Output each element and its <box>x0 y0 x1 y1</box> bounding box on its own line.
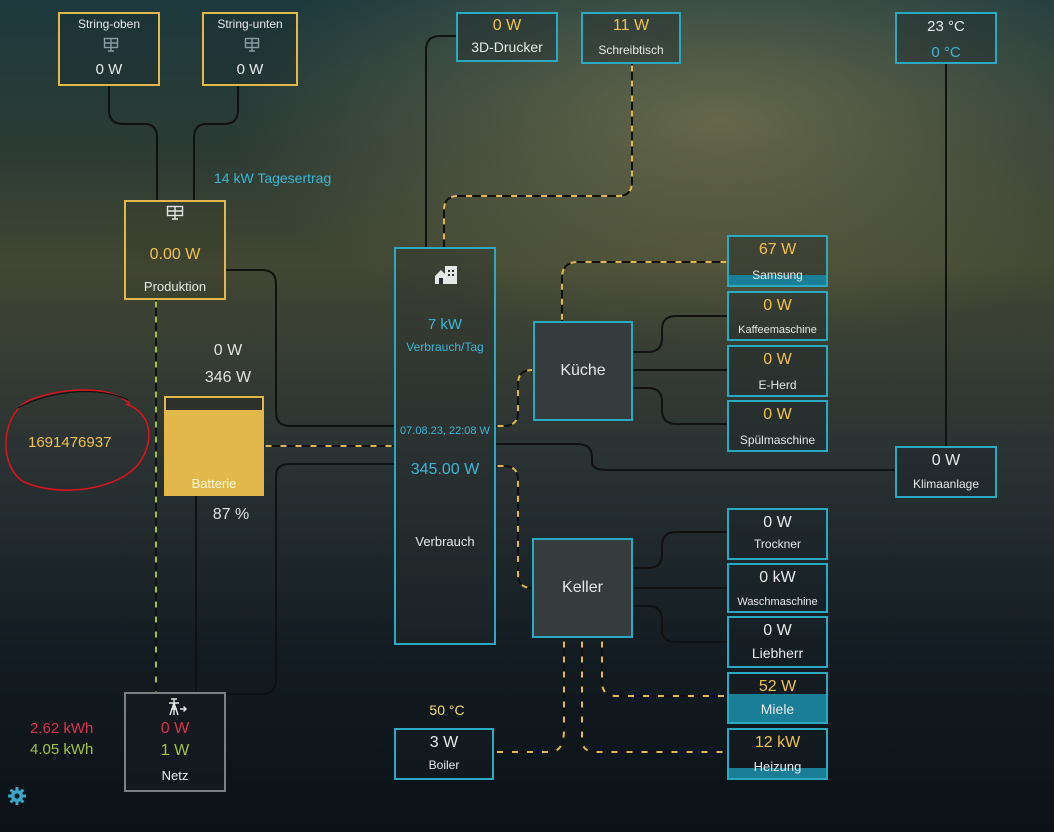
keller-node[interactable]: Keller <box>532 538 633 638</box>
string-oben-card[interactable]: String-oben 0 W <box>58 12 160 86</box>
device-klimaanlage[interactable]: 0 W Klimaanlage <box>895 446 997 498</box>
power-pylon-icon <box>166 698 188 719</box>
house-daily-value: 7 kW <box>427 316 463 333</box>
device-liebherr[interactable]: 0 W Liebherr <box>727 616 828 668</box>
temperature-sub: 0 °C <box>931 44 961 61</box>
battery-soc: 87 % <box>212 506 250 523</box>
device-trockner[interactable]: 0 W Trockner <box>727 508 828 560</box>
netz-import-value: 0 W <box>160 720 190 737</box>
device-miele[interactable]: 52 W Miele <box>727 672 828 724</box>
device-spuelmaschine-value: 0 W <box>763 406 792 423</box>
device-schreibtisch-label: Schreibtisch <box>598 43 664 57</box>
house-value: 345.00 W <box>410 461 480 478</box>
device-waschmaschine-value: 0 kW <box>759 569 796 586</box>
produktion-value: 0.00 W <box>149 246 201 263</box>
device-kaffeemaschine-value: 0 W <box>763 297 792 314</box>
battery-label: Batterie <box>191 476 237 491</box>
netz-export-value: 1 W <box>160 742 190 759</box>
device-miele-label: Miele <box>760 701 795 717</box>
string-oben-value: 0 W <box>95 61 123 78</box>
device-liebherr-value: 0 W <box>763 622 792 639</box>
device-boiler-label: Boiler <box>428 758 460 772</box>
device-3d-drucker[interactable]: 0 W 3D-Drucker <box>456 12 558 62</box>
device-3d-drucker-value: 0 W <box>492 17 522 34</box>
device-miele-bar <box>729 694 826 722</box>
device-kaffeemaschine-label: Kaffeemaschine <box>738 324 817 336</box>
device-waschmaschine-label: Waschmaschine <box>737 596 818 608</box>
device-boiler-value: 3 W <box>429 734 459 751</box>
device-samsung-bar <box>729 275 826 285</box>
house-icon <box>433 265 459 288</box>
house-card[interactable]: 7 kW Verbrauch/Tag 07.08.23, 22:08 W 345… <box>394 247 496 645</box>
solar-panel-icon <box>166 205 184 224</box>
device-3d-drucker-label: 3D-Drucker <box>471 39 543 55</box>
netz-card[interactable]: 0 W 1 W Netz <box>124 692 226 792</box>
device-samsung[interactable]: 67 W Samsung <box>727 235 828 287</box>
device-samsung-label: Samsung <box>752 268 803 282</box>
netz-export-kwh: 4.05 kWh <box>30 741 94 758</box>
string-unten-label: String-unten <box>217 17 283 31</box>
device-waschmaschine[interactable]: 0 kW Waschmaschine <box>727 563 828 613</box>
annotation-timestamp: 1691476937 <box>28 434 112 451</box>
device-liebherr-label: Liebherr <box>751 645 804 661</box>
device-schreibtisch[interactable]: 11 W Schreibtisch <box>581 12 681 64</box>
device-miele-value: 52 W <box>758 678 797 695</box>
device-heizung-bar <box>729 768 826 778</box>
device-spuelmaschine[interactable]: 0 W Spülmaschine <box>727 400 828 452</box>
device-heizung-label: Heizung <box>753 759 802 774</box>
temperature-card[interactable]: 23 °C 0 °C <box>895 12 997 64</box>
string-oben-label: String-oben <box>77 17 141 31</box>
netz-import-kwh: 2.62 kWh <box>30 720 94 737</box>
solar-panel-icon <box>244 37 260 56</box>
string-unten-card[interactable]: String-unten 0 W <box>202 12 298 86</box>
string-unten-value: 0 W <box>236 61 264 78</box>
battery-in-value: 0 W <box>213 342 243 359</box>
device-spuelmaschine-label: Spülmaschine <box>739 433 816 447</box>
gear-icon[interactable] <box>7 786 27 811</box>
battery-fill <box>166 410 262 494</box>
kueche-node[interactable]: Küche <box>533 321 633 421</box>
battery-card[interactable]: Batterie <box>164 396 264 496</box>
device-e-herd[interactable]: 0 W E-Herd <box>727 345 828 397</box>
boiler-temp: 50 °C <box>429 702 465 718</box>
produktion-label: Produktion <box>143 279 207 294</box>
device-samsung-value: 67 W <box>758 241 797 258</box>
device-heizung-value: 12 kW <box>754 734 801 751</box>
device-e-herd-label: E-Herd <box>758 378 797 392</box>
house-label: Verbrauch <box>415 534 475 549</box>
device-kaffeemaschine[interactable]: 0 W Kaffeemaschine <box>727 291 828 341</box>
temperature-value: 23 °C <box>927 18 965 35</box>
device-boiler[interactable]: 3 W Boiler <box>394 728 494 780</box>
netz-label: Netz <box>161 768 189 783</box>
device-trockner-label: Trockner <box>754 537 801 551</box>
battery-out-value: 346 W <box>204 369 252 386</box>
device-e-herd-value: 0 W <box>763 351 792 368</box>
house-datetime: 07.08.23, 22:08 W <box>400 425 490 437</box>
device-heizung[interactable]: 12 kW Heizung <box>727 728 828 780</box>
house-daily-label: Verbrauch/Tag <box>406 340 484 354</box>
produktion-card[interactable]: 0.00 W Produktion <box>124 200 226 300</box>
device-schreibtisch-value: 11 W <box>612 17 650 34</box>
device-trockner-value: 0 W <box>763 514 792 531</box>
solar-panel-icon <box>103 37 119 56</box>
device-klimaanlage-label: Klimaanlage <box>912 477 980 491</box>
device-klimaanlage-value: 0 W <box>931 452 961 469</box>
tagesertrag-text: 14 kW Tagesertrag <box>214 170 332 186</box>
